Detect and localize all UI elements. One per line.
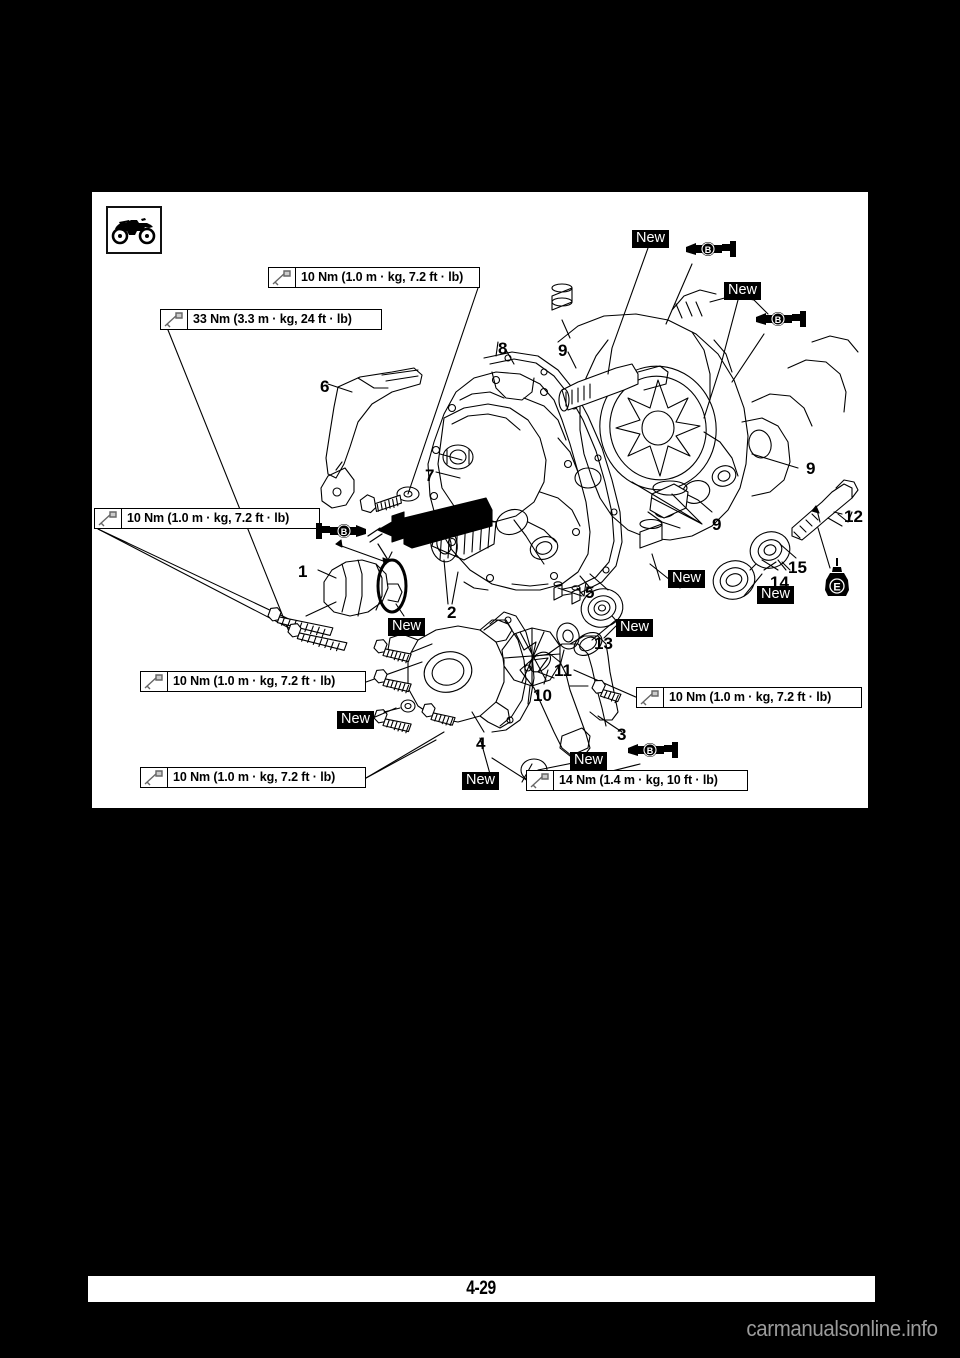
part-callout-7: 7 [425,466,435,485]
new-part-tag: New [632,230,670,248]
svg-text:B: B [775,315,782,325]
grease-gun-b-icon: B [626,742,680,760]
bolt-icon [269,268,296,287]
bolt-icon [141,768,168,787]
new-part-tag: New [388,618,426,636]
part-callout-5: 5 [585,583,595,602]
bolt-icon [527,771,554,790]
bolt-icon [141,672,168,691]
bolt-icon [637,688,664,707]
part-callout-12: 12 [844,507,863,526]
torque-spec-text: 33 Nm (3.3 m · kg, 24 ft · lb) [193,312,352,327]
torque-spec-text: 10 Nm (1.0 m · kg, 7.2 ft · lb) [669,690,832,705]
new-part-tag: New [616,619,654,637]
part-callout-4: 4 [476,734,486,753]
torque-spec-text: 10 Nm (1.0 m · kg, 7.2 ft · lb) [173,674,336,689]
torque-spec-box: 14 Nm (1.4 m · kg, 10 ft · lb) [526,770,748,791]
part-callout-9c: 9 [806,459,816,478]
part-callout-8: 8 [498,339,508,358]
part-callout-9a: 9 [558,341,568,360]
torque-spec-box: 10 Nm (1.0 m · kg, 7.2 ft · lb) [268,267,480,288]
exploded-view-diagram: 10 Nm (1.0 m · kg, 7.2 ft · lb) 33 Nm (3… [92,192,868,808]
part-callout-1: 1 [298,562,308,581]
motorcycle-icon [111,215,157,245]
part-callout-15: 15 [788,558,807,577]
svg-text:B: B [705,245,712,255]
torque-spec-box: 33 Nm (3.3 m · kg, 24 ft · lb) [160,309,382,330]
torque-spec-box: 10 Nm (1.0 m · kg, 7.2 ft · lb) [636,687,862,708]
grease-gun-b-icon: B [314,523,368,541]
new-part-tag: New [668,570,706,588]
page-number: 4-29 [466,1278,497,1299]
part-callout-14: 14 [770,573,789,592]
torque-spec-text: 14 Nm (1.4 m · kg, 10 ft · lb) [559,773,718,788]
part-callout-3: 3 [617,725,627,744]
grease-gun-b-icon: B [754,311,808,329]
svg-text:B: B [341,527,348,537]
new-part-tag: New [757,586,795,604]
new-part-tag: New [570,752,608,770]
torque-spec-box: 10 Nm (1.0 m · kg, 7.2 ft · lb) [94,508,320,529]
diagram-line-art [97,247,859,783]
part-callout-2: 2 [447,603,457,622]
torque-spec-text: 10 Nm (1.0 m · kg, 7.2 ft · lb) [173,770,336,785]
grease-gun-b-icon: B [684,241,738,259]
part-callout-6: 6 [320,377,330,396]
new-part-tag: New [724,282,762,300]
svg-text:B: B [647,746,654,756]
part-callout-11: 11 [554,661,572,680]
watermark: carmanualsonline.info [746,1316,939,1341]
torque-spec-box: 10 Nm (1.0 m · kg, 7.2 ft · lb) [140,671,366,692]
bolt-icon [161,310,188,329]
bolt-icon [95,509,122,528]
torque-spec-box: 10 Nm (1.0 m · kg, 7.2 ft · lb) [140,767,366,788]
new-part-tag: New [337,711,375,729]
oil-can-e-icon: E [822,558,852,596]
new-part-tag: New [462,772,500,790]
torque-spec-text: 10 Nm (1.0 m · kg, 7.2 ft · lb) [301,270,464,285]
torque-spec-text: 10 Nm (1.0 m · kg, 7.2 ft · lb) [127,511,290,526]
footer-bar: 4-29 [88,1276,875,1302]
part-callout-9b: 9 [712,515,722,534]
part-callout-13: 13 [594,634,613,653]
svg-text:E: E [833,582,840,594]
part-callout-10: 10 [533,686,552,705]
vehicle-badge [106,206,162,254]
